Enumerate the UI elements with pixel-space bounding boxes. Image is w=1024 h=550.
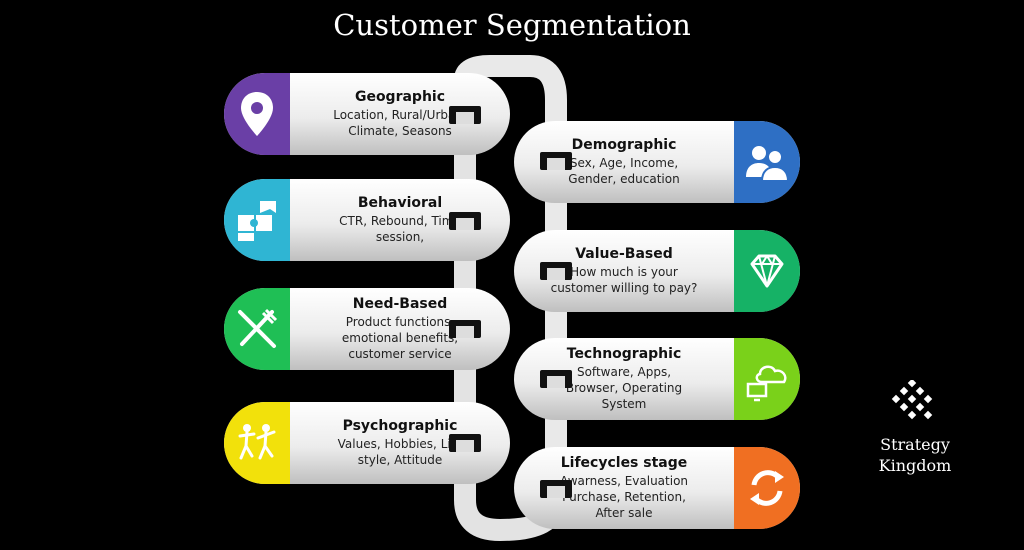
diamond-icon (750, 254, 784, 288)
brand-logo: Strategy Kingdom (860, 380, 970, 476)
segment-description: Sex, Age, Income, Gender, education (568, 156, 680, 186)
segment-card-demographic: Demographic Sex, Age, Income, Gender, ed… (514, 121, 800, 203)
segment-icon-box (734, 338, 800, 420)
segment-icon-box (224, 179, 290, 261)
clip (449, 320, 481, 338)
segment-title: Behavioral (357, 195, 443, 211)
segment-description: Awarness, Evaluation Purchase, Retention… (559, 474, 689, 520)
segment-icon-box (734, 447, 800, 529)
segment-card-psychographic: Psychographic Values, Hobbies, Life styl… (224, 402, 510, 484)
segment-card-lifecycles-stage: Lifecycles stage Awarness, Evaluation Pu… (514, 447, 800, 529)
cloud-computer-icon (746, 365, 787, 402)
segment-icon-box (734, 230, 800, 312)
clip (540, 262, 572, 280)
clip (540, 370, 572, 388)
segment-icon-box (734, 121, 800, 203)
segment-card-geographic: Geographic Location, Rural/Urban, Climat… (224, 73, 510, 155)
diamond-grid-logo-icon (891, 380, 933, 420)
segment-icon-box (224, 288, 290, 370)
segment-card-need-based: Need-Based Product functions, emotional … (224, 288, 510, 370)
map-pin-icon (241, 92, 273, 136)
segment-title: Lifecycles stage (560, 455, 688, 471)
clip (449, 106, 481, 124)
segment-title: Demographic (571, 137, 677, 153)
segment-title: Value-Based (575, 246, 673, 262)
segment-icon-box (224, 402, 290, 484)
logo-text-line1: Strategy (880, 435, 950, 454)
segment-title: Need-Based (352, 296, 448, 312)
clip (540, 480, 572, 498)
segment-title: Technographic (566, 346, 682, 362)
segment-title: Geographic (354, 89, 446, 105)
segment-description: Location, Rural/Urban, Climate, Seasons (333, 108, 467, 138)
page-title: Customer Segmentation (333, 8, 691, 42)
segment-description: Product functions, emotional benefits, c… (341, 315, 459, 361)
segment-title: Psychographic (342, 418, 458, 434)
segment-card-value-based: Value-Based How much is your customer wi… (514, 230, 800, 312)
fork-knife-icon (238, 308, 278, 348)
logo-text-line2: Kingdom (878, 456, 952, 475)
segment-description: Software, Apps, Browser, Operating Syste… (565, 365, 683, 411)
cycle-arrows-icon (750, 470, 784, 506)
clip (540, 152, 572, 170)
users-icon (746, 146, 790, 182)
puzzle-icon (238, 201, 276, 241)
segment-description: Values, Hobbies, Life style, Attitude (337, 437, 463, 467)
clip (449, 212, 481, 230)
clip (449, 434, 481, 452)
people-dancing-icon (238, 424, 276, 460)
segment-description: CTR, Rebound, Time session, (339, 214, 461, 244)
segment-description: How much is your customer willing to pay… (550, 265, 698, 295)
segment-icon-box (224, 73, 290, 155)
